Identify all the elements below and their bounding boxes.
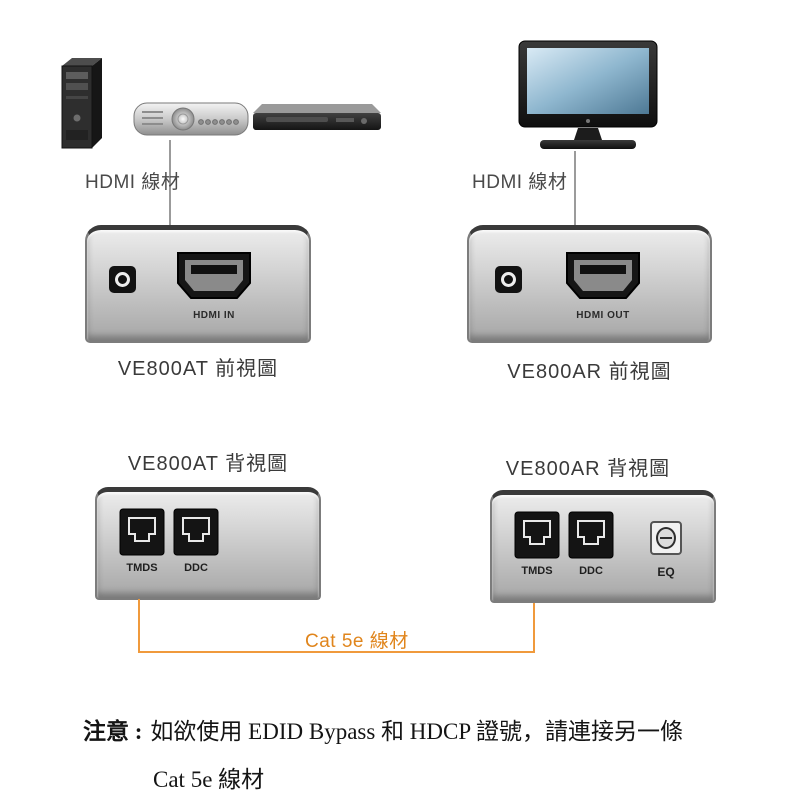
ve800at-front-panel: HDMI IN: [85, 225, 311, 343]
note: 注意 : 如欲使用 EDID Bypass 和 HDCP 證號，請連接另一條 Ca…: [83, 712, 763, 794]
tmds-label: TMDS: [521, 565, 553, 577]
screw-slot-icon: [656, 527, 676, 549]
hdmi-in-port-icon: [177, 252, 251, 299]
av-receiver-illustration: [133, 102, 249, 136]
ddc-label: DDC: [184, 562, 208, 574]
note-line2: Cat 5e 線材: [153, 767, 265, 792]
cat5e-cable-label: Cat 5e 線材: [305, 631, 409, 652]
cat5e-cable-line-horizontal: [138, 651, 535, 653]
eq-label: EQ: [657, 565, 675, 579]
ve800ar-front-caption: VE800AR 前視圖: [507, 361, 672, 383]
hdmi-out-port-icon: [566, 252, 640, 299]
ve800at-front-caption: VE800AT 前視圖: [117, 358, 279, 380]
dvd-player-illustration: [253, 104, 381, 130]
hdmi-in-label: HDMI IN: [193, 310, 235, 321]
hdmi-cable-label-right: HDMI 線材: [472, 172, 568, 193]
note-line1: 如欲使用 EDID Bypass 和 HDCP 證號，請連接另一條: [150, 719, 684, 744]
hdmi-out-label: HDMI OUT: [576, 310, 630, 321]
ve800at-rear-caption: VE800AT 背視圖: [127, 453, 289, 475]
ddc-label: DDC: [579, 565, 603, 577]
rj45-ddc-port-icon: [568, 511, 614, 559]
power-jack-icon: [495, 266, 522, 293]
ve800ar-rear-panel: TMDS DDC EQ: [490, 490, 716, 603]
tmds-label: TMDS: [126, 562, 158, 574]
note-prefix: 注意 :: [83, 719, 143, 744]
eq-adjust-screw-icon: [650, 521, 682, 555]
ve800ar-rear-caption: VE800AR 背視圖: [505, 458, 671, 480]
cat5e-cable-line-right: [533, 603, 535, 653]
monitor-illustration: [518, 40, 658, 149]
rj45-tmds-port-icon: [514, 511, 560, 559]
rj45-tmds-port-icon: [119, 508, 165, 556]
hdmi-cable-line-left: [169, 140, 171, 226]
computer-tower-illustration: [61, 58, 102, 149]
hdmi-cable-line-right: [574, 151, 576, 226]
ve800at-rear-panel: TMDS DDC: [95, 487, 321, 600]
hdmi-cable-label-left: HDMI 線材: [85, 172, 181, 193]
rj45-ddc-port-icon: [173, 508, 219, 556]
cat5e-cable-line-left: [138, 599, 140, 653]
ve800ar-front-panel: HDMI OUT: [467, 225, 712, 343]
power-jack-icon: [109, 266, 136, 293]
